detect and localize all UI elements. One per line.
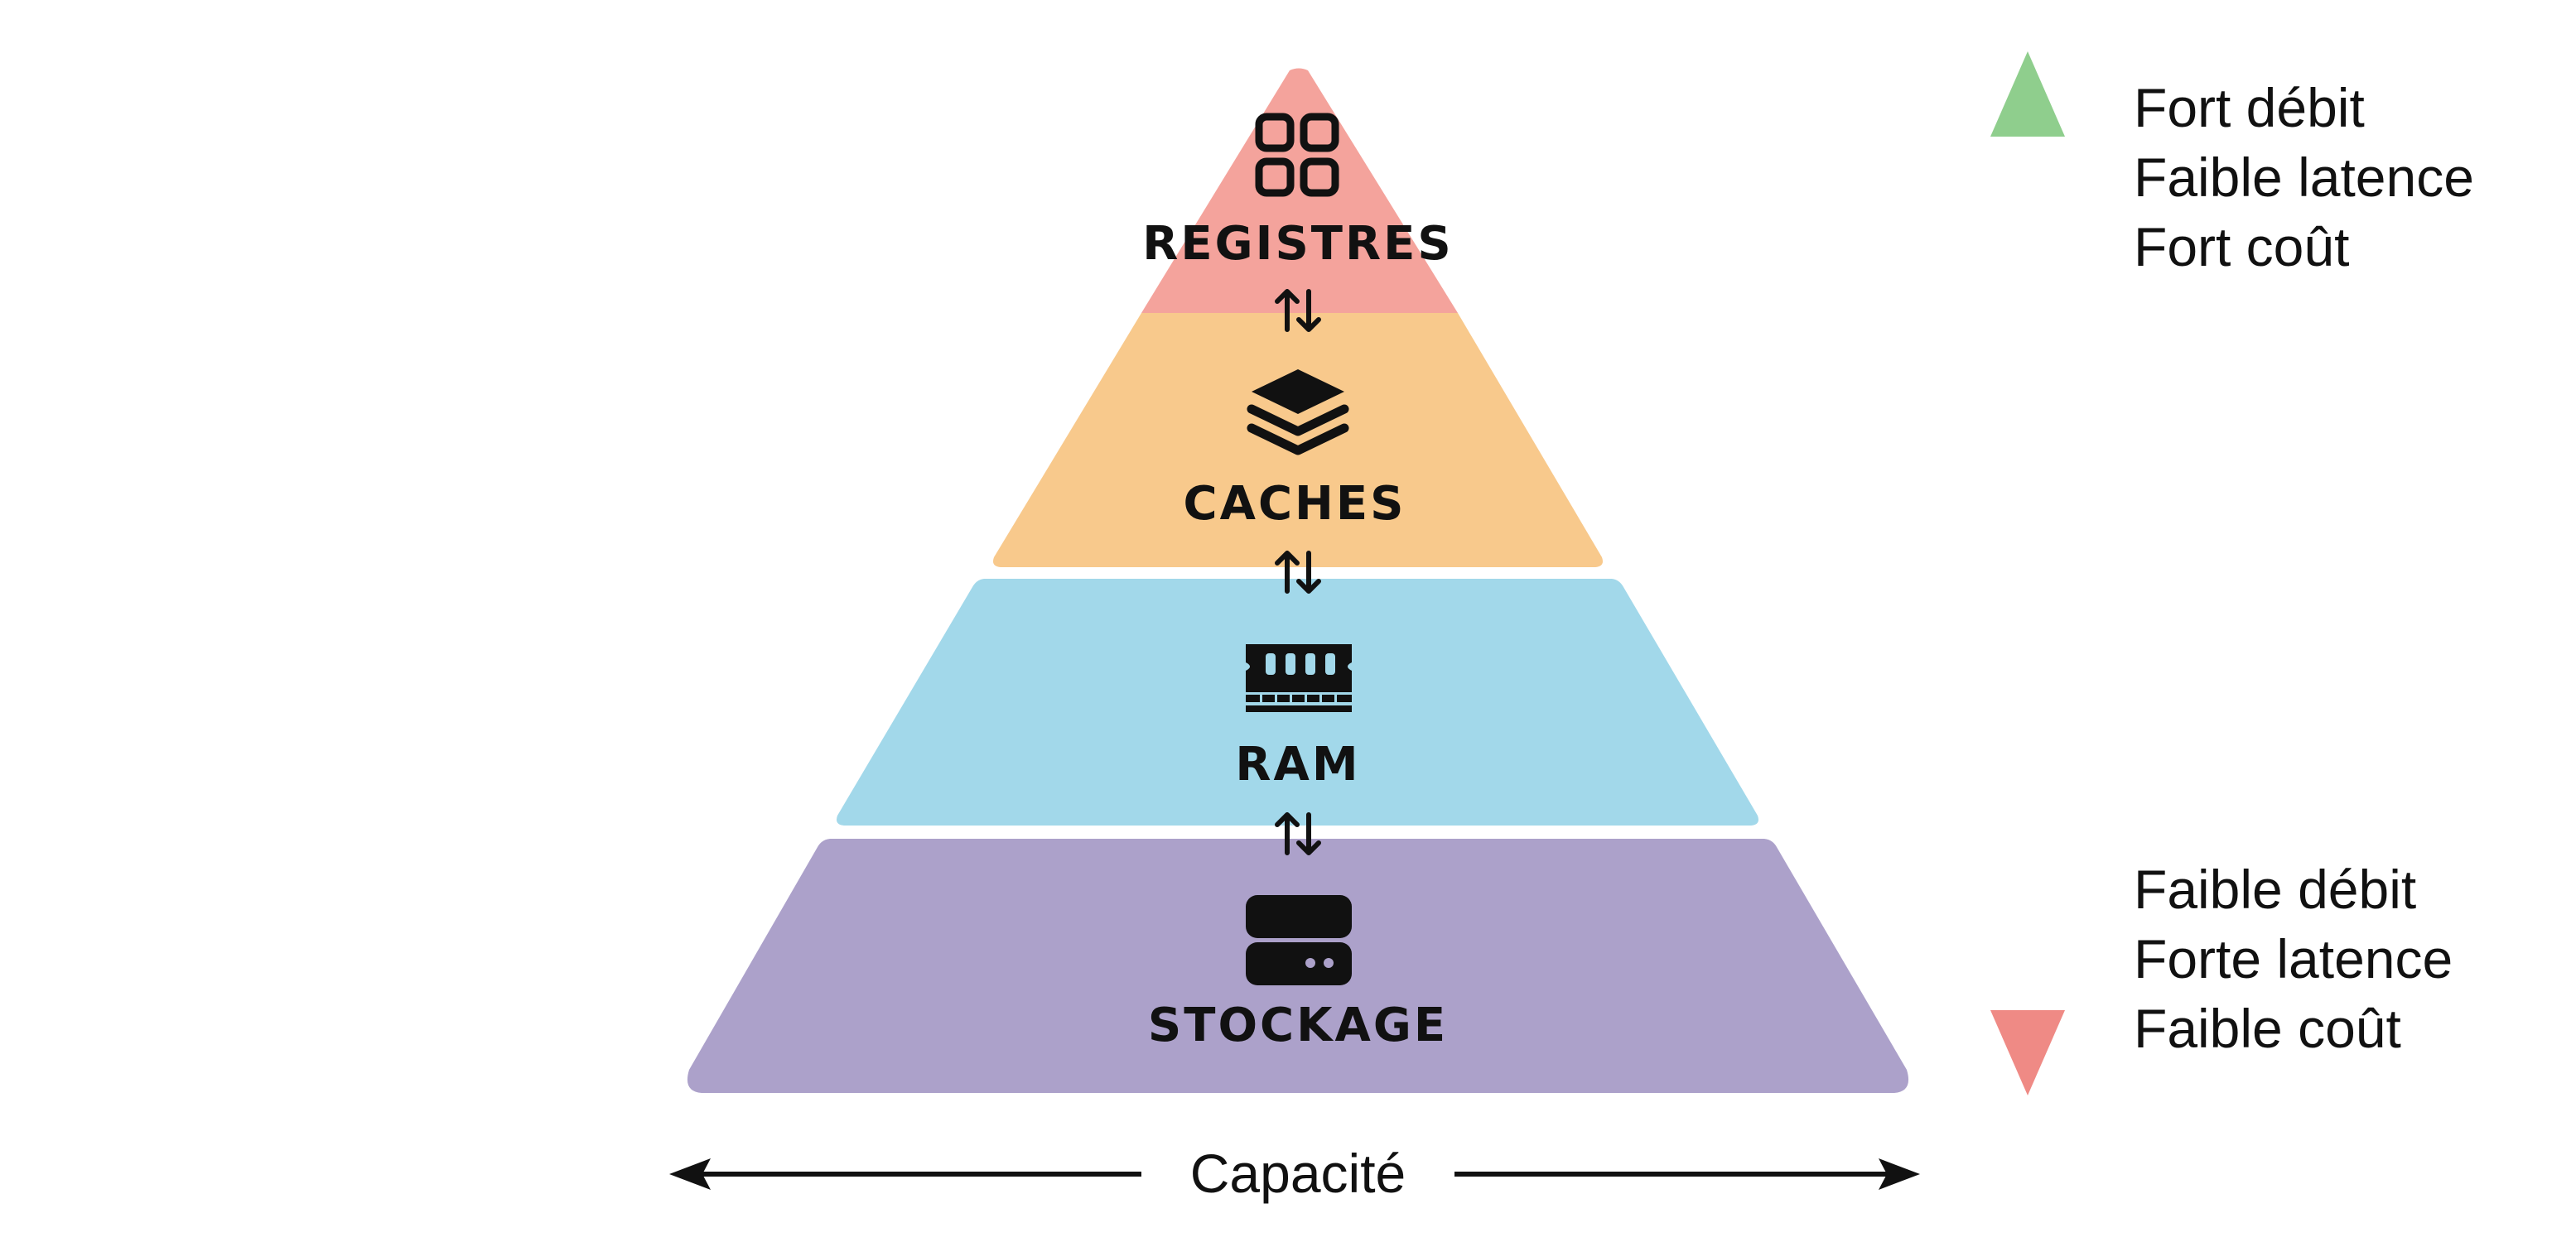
level-ram: RAM (1235, 644, 1360, 792)
tier-caches (993, 313, 1603, 567)
up-arrow-icon (1990, 51, 2065, 137)
down-arrow-icon (1990, 1010, 2065, 1095)
tier-registres (1141, 68, 1458, 313)
left-arrow-icon (669, 1158, 711, 1190)
storage-drive-icon (1246, 895, 1352, 985)
right-arrow-icon (1879, 1158, 1920, 1190)
level-label-caches: CACHES (1184, 477, 1406, 531)
capacity-axis-label: Capacité (1190, 1143, 1406, 1204)
top-indicator: Fort débit Faible latence Fort coût (1990, 51, 2474, 317)
top-side-line-3: Fort coût (2134, 216, 2349, 277)
bottom-side-line-3: Faible coût (2134, 998, 2401, 1059)
level-caches: CACHES (1184, 369, 1406, 531)
level-registres: REGISTRES (1142, 113, 1453, 271)
transfer-arrows (1275, 289, 1321, 855)
bottom-side-line-2: Forte latence (2134, 928, 2453, 989)
bottom-indicator: Faible débit Forte latence Faible coût (1990, 826, 2453, 1095)
layers-icon (1247, 369, 1349, 455)
up-down-arrows-icon (1275, 812, 1321, 855)
bottom-side-line-1: Faible débit (2134, 859, 2416, 920)
level-label-registres: REGISTRES (1142, 217, 1453, 271)
top-side-line-1: Fort débit (2134, 77, 2365, 138)
level-label-ram: RAM (1235, 738, 1360, 792)
up-down-arrows-icon (1275, 551, 1321, 594)
grid-icon (1255, 113, 1339, 197)
top-side-line-2: Faible latence (2134, 147, 2474, 208)
level-stockage: STOCKAGE (1148, 895, 1448, 1052)
capacity-axis: Capacité (669, 1143, 1920, 1204)
up-down-arrows-icon (1275, 289, 1321, 332)
level-label-stockage: STOCKAGE (1148, 999, 1448, 1052)
ram-module-icon (1246, 644, 1352, 712)
